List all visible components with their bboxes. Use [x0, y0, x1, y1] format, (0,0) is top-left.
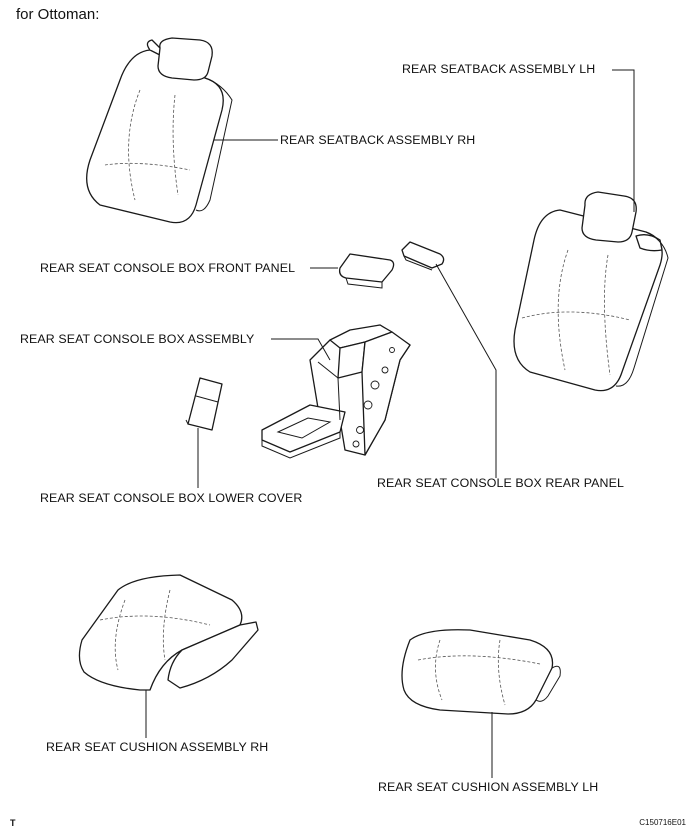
- console-box-assembly-illustration: [261, 324, 411, 459]
- console-front-panel-illustration: [338, 253, 395, 289]
- console-lower-cover-illustration: [185, 377, 223, 431]
- rear-seatback-rh-illustration: [86, 37, 233, 224]
- label-console-lower-cover: REAR SEAT CONSOLE BOX LOWER COVER: [40, 491, 303, 505]
- figure-id: C150716E01: [639, 818, 686, 827]
- label-console-box-assembly: REAR SEAT CONSOLE BOX ASSEMBLY: [20, 332, 255, 346]
- leader-line-seatback-lh: [612, 69, 635, 212]
- corner-mark: T: [10, 818, 16, 828]
- rear-seat-cushion-lh-illustration: [401, 629, 561, 715]
- rear-seatback-lh-illustration: [513, 191, 669, 392]
- label-console-rear-panel: REAR SEAT CONSOLE BOX REAR PANEL: [377, 476, 624, 490]
- rear-seat-cushion-rh-illustration: [78, 574, 259, 691]
- label-rear-seatback-lh: REAR SEATBACK ASSEMBLY LH: [402, 62, 596, 76]
- label-console-front-panel: REAR SEAT CONSOLE BOX FRONT PANEL: [40, 261, 296, 275]
- leader-line-rear-panel: [435, 263, 497, 478]
- label-rear-seat-cushion-lh: REAR SEAT CUSHION ASSEMBLY LH: [378, 780, 599, 794]
- page-title: for Ottoman:: [16, 6, 100, 23]
- label-rear-seat-cushion-rh: REAR SEAT CUSHION ASSEMBLY RH: [46, 740, 269, 754]
- label-rear-seatback-rh: REAR SEATBACK ASSEMBLY RH: [280, 133, 476, 147]
- leader-line-console-assembly: [271, 338, 331, 361]
